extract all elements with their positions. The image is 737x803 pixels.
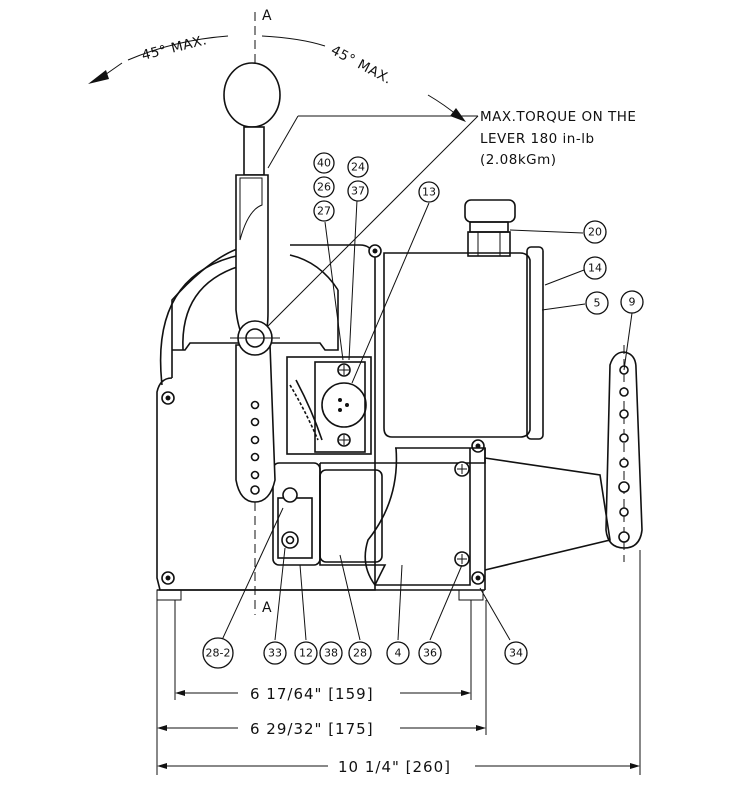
torque-note-line2: LEVER 180 in-lb <box>480 131 595 147</box>
svg-text:5: 5 <box>594 297 601 310</box>
foot-left <box>156 589 182 601</box>
torque-note-line1: MAX.TORQUE ON THE <box>480 109 636 125</box>
switch-body <box>321 382 367 428</box>
part-label-13: 13 <box>418 181 440 203</box>
torque-note: MAX.TORQUE ON THE LEVER 180 in-lb (2.08k… <box>251 109 636 343</box>
main-housing <box>156 244 486 601</box>
section-mark-top: A <box>262 8 272 24</box>
leader-lines <box>221 199 633 641</box>
svg-text:38: 38 <box>324 647 338 660</box>
part-label-4: 4 <box>386 641 410 665</box>
svg-text:9: 9 <box>629 296 636 309</box>
screw-switch-bottom <box>337 433 351 447</box>
section-mark-bottom: A <box>262 600 272 616</box>
bolt-mid-right <box>471 439 485 453</box>
angle-indicator-right: 45° MAX. <box>261 35 466 122</box>
lever-knob <box>223 62 281 128</box>
svg-text:34: 34 <box>509 647 523 660</box>
nut-33 <box>281 531 299 549</box>
dim-overall: 10 1/4" [260] <box>157 758 640 776</box>
screw-switch-top <box>337 363 351 377</box>
svg-text:24: 24 <box>351 161 365 174</box>
actuator-section <box>272 447 611 586</box>
dimension-lines: 6 17/64" [159] 6 29/32" [175] 10 1/4" [2… <box>156 550 641 776</box>
part-label-28: 28 <box>348 641 372 665</box>
svg-text:27: 27 <box>317 205 331 218</box>
bolt-bottom-right <box>471 571 485 585</box>
angle-label-right: 45° MAX. <box>328 42 394 87</box>
dim-middle-label: 6 29/32" [175] <box>250 720 374 738</box>
dim-middle: 6 29/32" [175] <box>157 720 486 738</box>
screw-motor-top <box>454 461 470 477</box>
svg-text:26: 26 <box>317 181 331 194</box>
part-label-5: 5 <box>585 291 609 315</box>
output-arm <box>605 345 643 562</box>
part-label-36: 36 <box>418 641 442 665</box>
svg-text:13: 13 <box>422 186 436 199</box>
part-label-33: 33 <box>263 641 287 665</box>
cable-gland <box>464 199 516 257</box>
svg-text:28: 28 <box>353 647 367 660</box>
part-label-37: 37 <box>347 180 369 202</box>
svg-text:12: 12 <box>299 647 313 660</box>
torque-note-line3: (2.08kGm) <box>480 152 557 168</box>
svg-text:40: 40 <box>317 157 331 170</box>
electrical-box <box>383 199 544 440</box>
foot-right <box>458 589 484 601</box>
part-label-26: 26 <box>313 176 335 198</box>
part-label-27: 27 <box>313 200 335 222</box>
svg-text:33: 33 <box>268 647 282 660</box>
part-label-34: 34 <box>504 641 528 665</box>
part-label-9: 9 <box>620 290 644 314</box>
screw-motor-bottom <box>454 551 470 567</box>
svg-text:28-2: 28-2 <box>206 647 231 660</box>
svg-text:4: 4 <box>395 647 402 660</box>
svg-text:20: 20 <box>588 226 602 239</box>
angle-label-left: 45° MAX. <box>140 32 209 64</box>
part-label-40: 40 <box>313 152 335 174</box>
dim-inner-label: 6 17/64" [159] <box>250 685 374 703</box>
control-lever <box>223 62 281 503</box>
screw-28-2 <box>282 487 298 503</box>
dim-overall-label: 10 1/4" [260] <box>338 758 451 776</box>
part-label-28-2: 28-2 <box>202 637 234 669</box>
part-label-24: 24 <box>347 156 369 178</box>
box-cover <box>526 246 544 440</box>
bolt-top-right <box>368 244 382 258</box>
switch-compartment <box>286 356 372 455</box>
svg-text:14: 14 <box>588 262 602 275</box>
part-label-12: 12 <box>294 641 318 665</box>
svg-text:37: 37 <box>351 185 365 198</box>
dim-inner: 6 17/64" [159] <box>175 685 471 703</box>
angle-indicator-left: 45° MAX. <box>88 32 229 84</box>
svg-text:36: 36 <box>423 647 437 660</box>
part-label-38: 38 <box>319 641 343 665</box>
part-label-20: 20 <box>583 220 607 244</box>
part-label-14: 14 <box>583 256 607 280</box>
bolt-left <box>161 391 175 405</box>
bolt-bottom-left <box>161 571 175 585</box>
